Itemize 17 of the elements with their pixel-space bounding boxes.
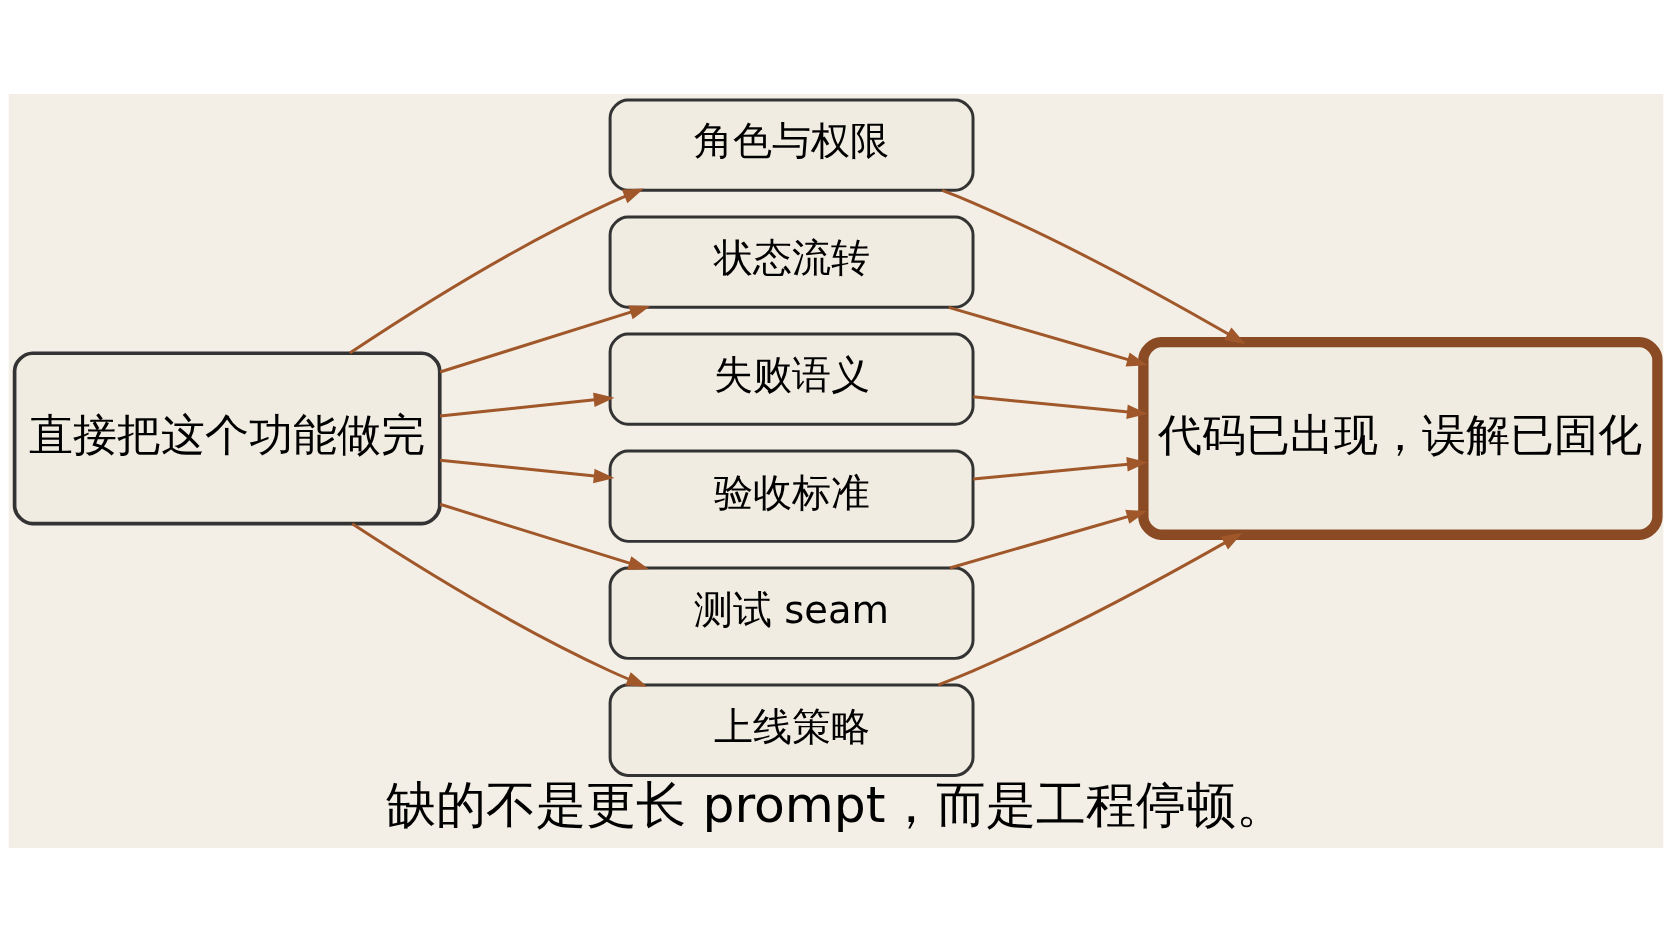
arrow bbox=[349, 188, 644, 354]
caption: 缺的不是更长 prompt，而是工程停顿。 bbox=[386, 774, 1286, 834]
node-box: 角色与权限 bbox=[608, 97, 975, 192]
node-box: 代码已出现，误解已固化 bbox=[1138, 336, 1663, 540]
node-box: 失败语义 bbox=[608, 332, 975, 426]
arrow bbox=[351, 522, 648, 687]
node-box: 测试 seam bbox=[608, 566, 975, 660]
arrow bbox=[439, 458, 615, 483]
arrow bbox=[973, 394, 1148, 419]
node-box: 上线策略 bbox=[608, 683, 975, 777]
node-box: 直接把这个功能做完 bbox=[12, 350, 442, 525]
arrow bbox=[439, 502, 649, 570]
node-box: 验收标准 bbox=[608, 449, 975, 543]
arrow bbox=[439, 392, 615, 418]
arrow bbox=[973, 456, 1148, 480]
node-box: 状态流转 bbox=[608, 214, 975, 309]
arrow bbox=[439, 304, 651, 373]
